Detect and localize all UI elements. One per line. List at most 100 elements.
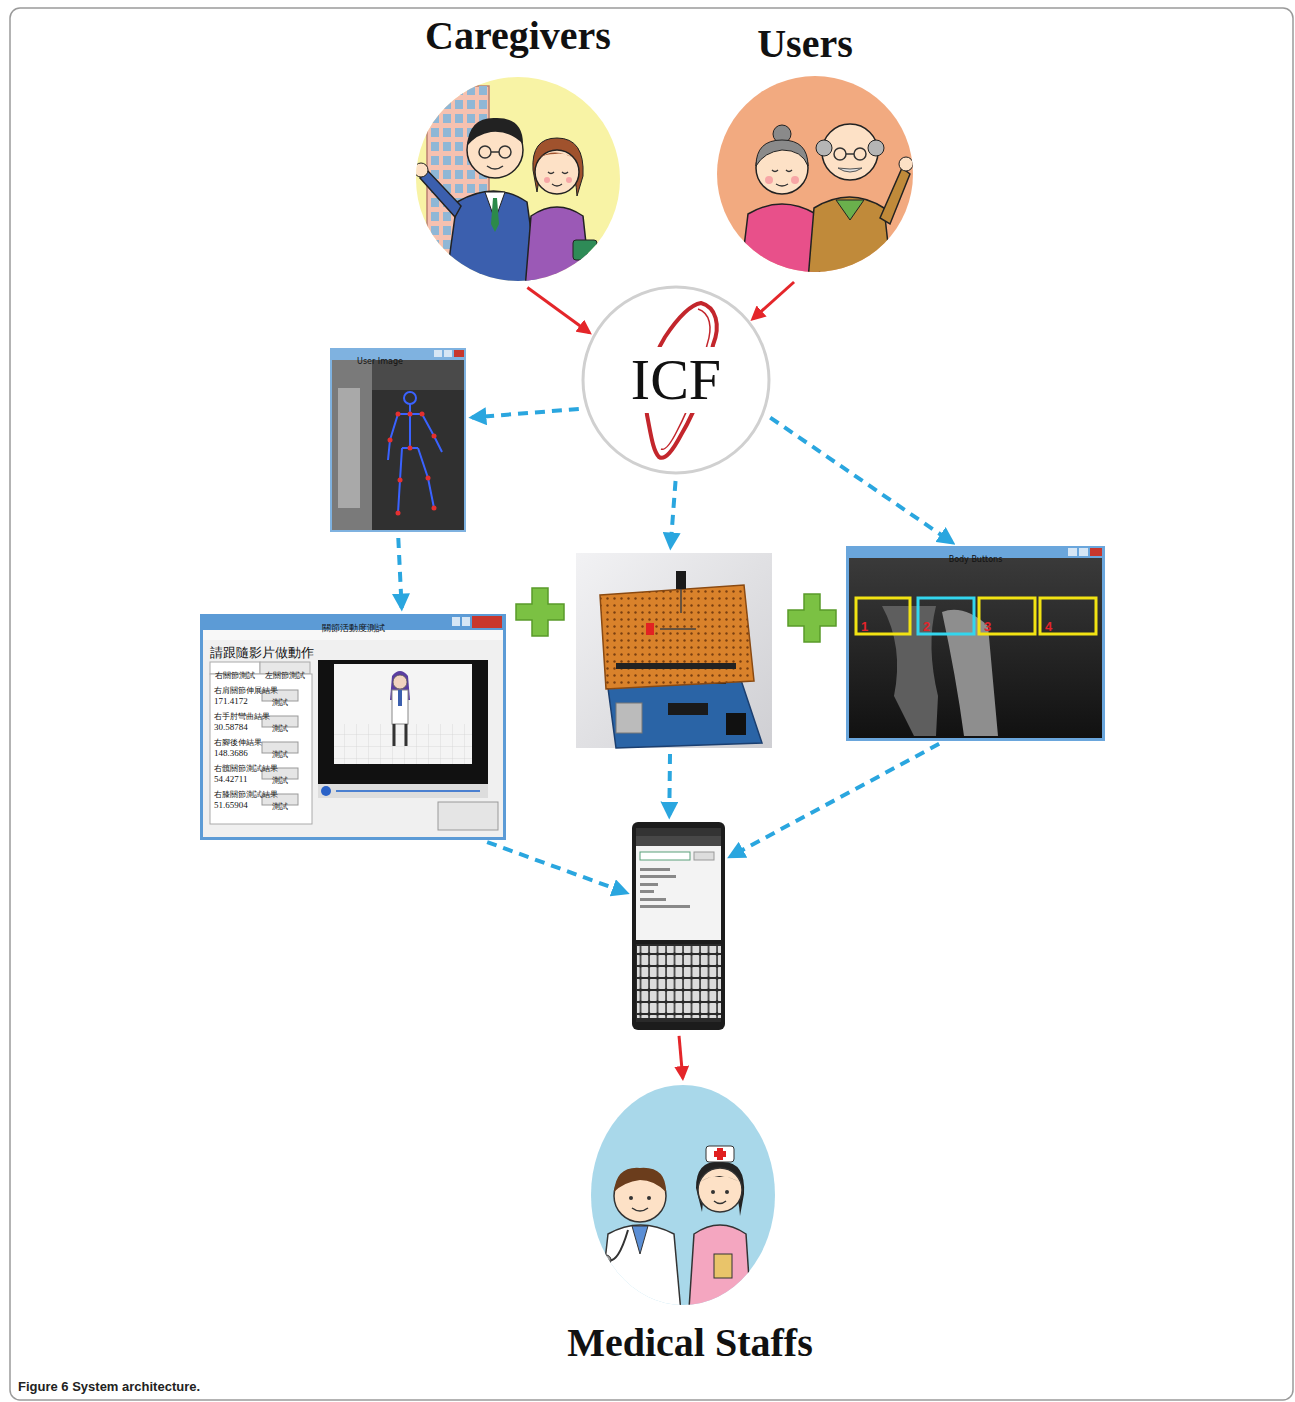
art-circle [854,148,866,160]
art-rect [398,690,402,706]
art-rect [210,674,312,824]
window-title: 關節活動度測試 [322,622,385,634]
art-g [200,614,506,840]
result-value: 30.58784 [214,722,248,733]
art-g [330,348,466,532]
art-rect [636,944,721,1022]
text-slot: Users [695,22,915,66]
art-line [846,153,854,155]
art-rect [338,388,360,508]
text-slot: 右髖關節測試結果 [214,756,310,775]
caption-slot: Figure 6 System architecture. [18,1376,618,1395]
flow-arrow [770,418,952,543]
result-label: 右手肘彎曲結果 [214,712,270,722]
art-circle [398,478,403,483]
art-rect [392,690,408,724]
screenshot-window: Body Buttons1234 [846,546,1105,741]
art-g [846,546,1105,741]
flow-arrow [398,538,401,608]
phone-screenshot [632,822,725,1030]
button-label: 測試 [272,723,288,734]
art-g [388,392,442,513]
art-path [548,172,568,174]
art-path [516,588,564,636]
art-rect [846,546,1105,741]
art-path [598,1225,682,1324]
art-polygon [600,585,754,689]
text-slot: 1 [861,616,881,635]
art-circle [408,412,413,417]
art-rect [616,663,736,669]
art-circle [834,148,846,160]
art-g [717,76,913,280]
art-rect [632,822,725,1030]
art-circle [432,506,437,511]
art-circle [899,157,913,171]
result-value: 171.4172 [214,696,248,707]
art-path [467,118,523,146]
flow-arrow [679,1036,683,1078]
art-circle [601,1255,611,1265]
art-rect [636,828,721,940]
art-line [491,151,499,153]
result-label: 右腳後伸結果 [214,738,262,748]
flow-arrow [730,744,939,857]
result-label: 右肩關節伸展結果 [214,686,278,696]
art-circle [414,163,428,177]
art-path [756,140,808,166]
art-line [336,790,480,792]
art-rect [637,946,721,1018]
art-rect [646,623,654,635]
tab-label: 左關節測試 [265,671,305,681]
art-circle [566,177,572,183]
role-heading: Users [757,22,853,66]
result-value: 54.42711 [214,774,247,785]
art-rect [640,875,676,878]
art-rect [1040,598,1096,634]
flow-arrow [667,754,672,816]
art-circle [535,150,579,194]
hardware-photo [576,553,772,748]
role-heading: Medical Staffs [567,1320,813,1366]
art-path [772,170,792,172]
text-slot: 2 [923,616,943,635]
text-slot: 測試 [262,742,298,761]
window-title: Body Buttons [949,555,1003,565]
art-rect [1090,548,1102,556]
art-path [880,168,910,224]
art-g [414,86,597,289]
art-rect [332,360,464,530]
text-slot: 3 [984,616,1004,635]
art-g [583,287,769,473]
art-rect [10,8,1293,1400]
art-rect [640,852,690,860]
art-path [714,1201,726,1204]
art-path [632,1208,648,1211]
role-heading: Caregivers [425,14,611,58]
art-rect [200,614,506,840]
art-circle [816,140,832,156]
art-polygon [600,585,754,689]
art-circle [698,1168,742,1212]
art-rect [714,1254,732,1278]
flow-arrow [487,842,626,893]
text-slot: 關節活動度測試 [200,616,506,635]
art-circle [544,177,550,183]
result-label: 右髖關節測試結果 [214,764,278,774]
art-circle [791,176,799,184]
art-rect [636,836,721,846]
art-path [740,204,820,280]
art-rect [203,630,503,837]
art-circle [629,1196,633,1200]
art-path [776,184,788,186]
art-g [740,124,913,280]
button-number: 2 [923,620,930,634]
art-rect [640,898,666,901]
art-rect [472,616,502,628]
art-circle [404,392,416,404]
art-path [632,1226,648,1254]
button-label: 測試 [272,697,288,708]
screenshot-window: 關節活動度測試請跟隨影片做動作右關節測試左關節測試右肩關節伸展結果171.417… [200,614,506,840]
